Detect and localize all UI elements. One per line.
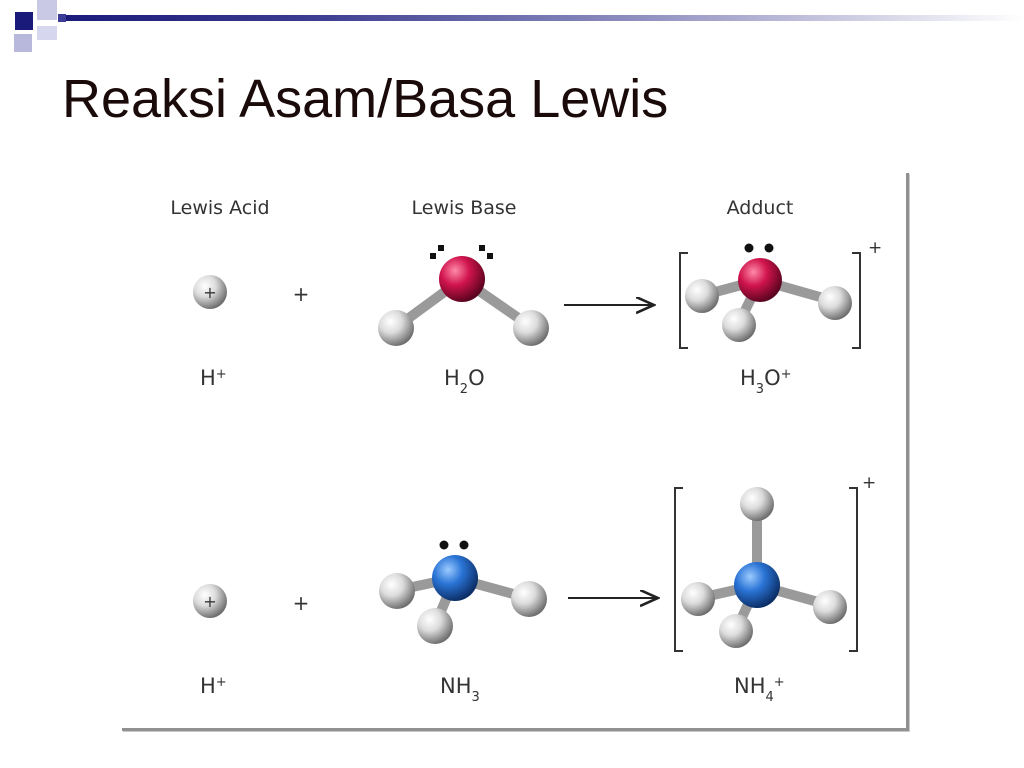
header-lewis-acid: Lewis Acid (170, 197, 269, 219)
row1-lone-pair-dot (479, 245, 485, 251)
row2-proton-sphere (193, 584, 227, 618)
row2-adduct-charge: + (862, 473, 876, 493)
row2-acid-label: H+ (200, 674, 227, 698)
row1-hydronium-adduct: + (679, 238, 882, 349)
reaction-diagram: Lewis Acid Lewis Base Adduct + + (170, 197, 882, 705)
row1-bracket-left (679, 252, 688, 349)
slide-title: Reaksi Asam/Basa Lewis (62, 69, 669, 129)
row1-hydronium-hydrogen (818, 286, 852, 320)
row1-adduct-label: H3O+ (740, 366, 792, 397)
row1-adduct-charge: + (868, 238, 882, 258)
deco-square-navy (15, 12, 33, 30)
row1-plus-sign: + (293, 282, 310, 306)
header-adduct: Adduct (727, 197, 794, 219)
row2-ammonia-hydrogen (417, 608, 453, 644)
row1-water-molecule (378, 245, 549, 346)
row2-adduct-label: NH4+ (734, 674, 785, 705)
row2-ammonia-molecule (379, 540, 547, 644)
row1-water-hydrogen-left (378, 310, 414, 346)
row1-proton: + (193, 275, 227, 309)
row2-ammonium-nitrogen (734, 562, 780, 608)
row2-ammonium-adduct: + (674, 473, 876, 652)
row1-bracket-right (852, 252, 861, 349)
row2-base-label: NH3 (440, 674, 480, 705)
deco-square-periwinkle (14, 34, 32, 52)
row1-acid-label: H+ (200, 366, 227, 390)
row1-base-label: H2O (444, 366, 485, 397)
row2-bracket-right (849, 487, 858, 652)
row2-ammonia-nitrogen (432, 555, 478, 601)
row2-ammonium-hydrogen (813, 590, 847, 624)
row2-ammonium-hydrogen (681, 582, 715, 616)
title-bar-gradient (60, 15, 1024, 21)
header-lewis-base: Lewis Base (412, 197, 517, 219)
row1-lone-pair-dot (438, 245, 444, 251)
row1-water-oxygen (439, 256, 485, 302)
row2-plus-sign: + (293, 591, 310, 615)
deco-square-small-navy (58, 14, 66, 22)
row2-ammonium-hydrogen (740, 487, 774, 521)
row1-hydronium-hydrogen (722, 308, 756, 342)
row1-proton-symbol: + (203, 283, 216, 302)
row2-ammonia-hydrogen (511, 581, 547, 617)
row1-hydronium-lone-pair-dot (764, 243, 774, 253)
row1-hydronium-hydrogen (685, 279, 719, 313)
lewis-acid-base-figure: Lewis Acid Lewis Base Adduct + + (122, 173, 909, 731)
row1-proton-sphere (193, 275, 227, 309)
row2-proton: + (193, 584, 227, 618)
deco-square-lavender (37, 0, 57, 20)
row1-hydronium-lone-pair-dot (744, 243, 754, 253)
row2-proton-symbol: + (203, 592, 216, 611)
row2-ammonium-hydrogen (719, 614, 753, 648)
row1-lone-pair-dot (487, 253, 493, 259)
row2-ammonia-hydrogen (379, 573, 415, 609)
row1-hydronium-oxygen (738, 258, 782, 302)
row2-bracket-left (674, 487, 683, 652)
row1-water-hydrogen-right (513, 310, 549, 346)
deco-square-lavender-2 (37, 26, 57, 40)
row1-lone-pair-dot (430, 253, 436, 259)
row2-lone-pair-dot (439, 540, 449, 550)
row2-lone-pair-dot (459, 540, 469, 550)
